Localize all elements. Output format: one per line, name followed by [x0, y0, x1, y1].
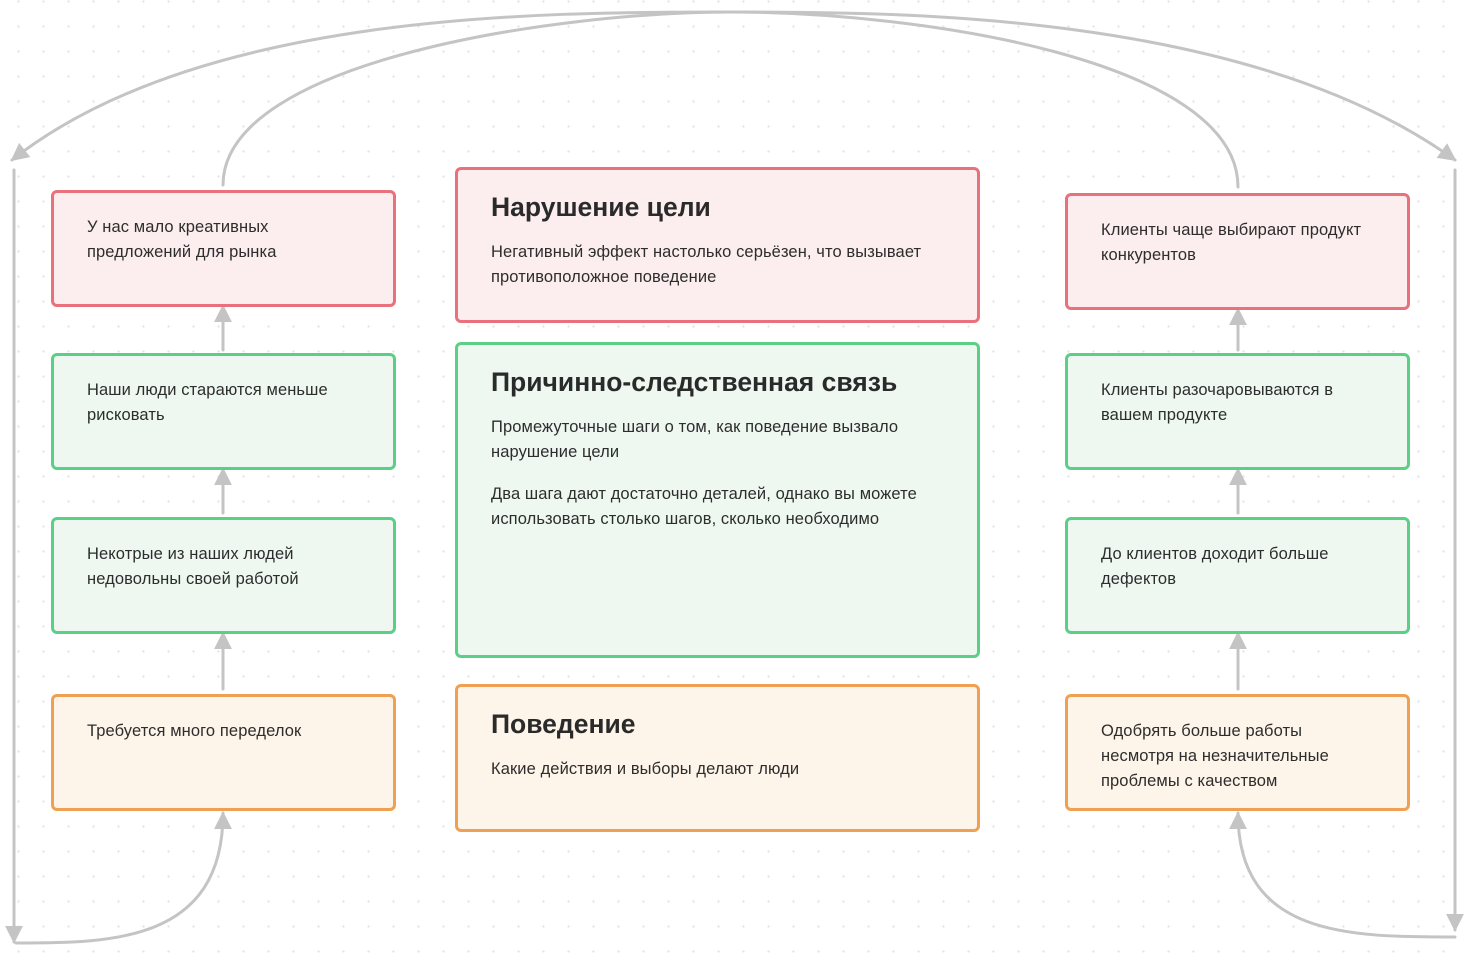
left-card-cause-1-text: Наши люди стараются меньше рисковать	[87, 381, 328, 424]
legend-behavior-card[interactable]: Поведение Какие действия и выборы делают…	[455, 684, 980, 832]
right-card-behavior[interactable]: Одобрять больше работы несмотря на незна…	[1065, 694, 1410, 811]
right-card-cause-2-text: До клиентов доходит больше дефектов	[1101, 545, 1329, 588]
legend-cause-title: Причинно-следственная связь	[491, 367, 898, 397]
bottom-right-curve	[1229, 811, 1457, 939]
legend-behavior-desc: Какие действия и выборы делают люди	[491, 760, 800, 778]
left-card-cause-2-text: Некотрые из наших людей недовольны своей…	[87, 545, 299, 588]
bottom-left-curve	[14, 811, 232, 945]
legend-behavior-title: Поведение	[491, 709, 636, 739]
left-card-behavior-text: Требуется много переделок	[87, 722, 302, 740]
left-card-behavior[interactable]: Требуется много переделок	[51, 694, 396, 811]
right-card-behavior-text: Одобрять больше работы несмотря на незна…	[1101, 722, 1329, 790]
right-card-cause-2[interactable]: До клиентов доходит больше дефектов	[1065, 517, 1410, 634]
legend-goal-desc: Негативный эффект настолько серьёзен, чт…	[491, 243, 922, 286]
left-card-goal-text: У нас мало креативных предложений для ры…	[87, 218, 277, 261]
arc-right-to-left	[10, 10, 1240, 189]
legend-goal-card[interactable]: Нарушение цели Негативный эффект настоль…	[455, 167, 980, 323]
right-card-cause-1[interactable]: Клиенты разочаровываются в вашем продукт…	[1065, 353, 1410, 470]
legend-cause-desc-2: Два шага дают достаточно деталей, однако…	[491, 485, 917, 528]
left-card-cause-2[interactable]: Некотрые из наших людей недовольны своей…	[51, 517, 396, 634]
right-card-cause-1-text: Клиенты разочаровываются в вашем продукт…	[1101, 381, 1334, 424]
arc-left-to-right	[221, 10, 1457, 187]
left-card-goal[interactable]: У нас мало креативных предложений для ры…	[51, 190, 396, 307]
right-card-goal-text: Клиенты чаще выбирают продукт конкуренто…	[1101, 221, 1362, 264]
left-card-cause-1[interactable]: Наши люди стараются меньше рисковать	[51, 353, 396, 470]
right-card-goal[interactable]: Клиенты чаще выбирают продукт конкуренто…	[1065, 193, 1410, 310]
legend-cause-card[interactable]: Причинно-следственная связь Промежуточны…	[455, 342, 980, 658]
legend-cause-desc-1: Промежуточные шаги о том, как поведение …	[491, 418, 899, 461]
legend-goal-title: Нарушение цели	[491, 192, 711, 222]
